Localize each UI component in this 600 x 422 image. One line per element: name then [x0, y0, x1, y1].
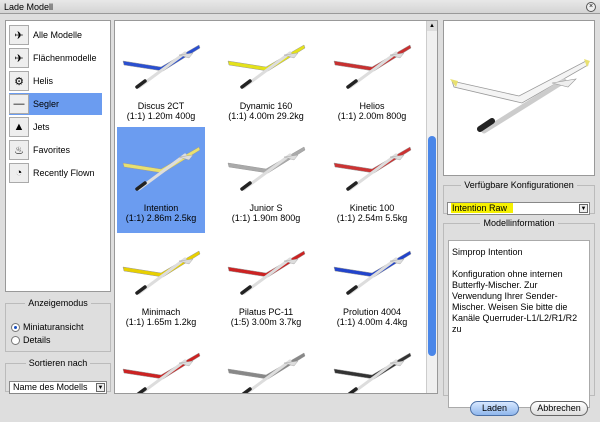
category-label: Segler [33, 99, 60, 109]
category-label: Recently Flown [33, 168, 95, 178]
scroll-thumb[interactable] [428, 136, 436, 356]
glider-icon: — [9, 94, 29, 114]
flame-icon: ♨ [9, 140, 29, 160]
model-thumbnail [227, 146, 306, 191]
model-spec: (1:1) 2.86m 2.5kg [125, 213, 197, 223]
model-thumbnail [122, 44, 201, 89]
model-tile[interactable]: Junior S (1:1) 1.90m 800g [222, 127, 310, 233]
model-tile[interactable]: Dynamic 160 (1:1) 4.00m 29.2kg [222, 25, 310, 131]
sort-group: Sortieren nach Name des Modells ▼ [5, 358, 111, 394]
model-tile[interactable]: Intention (1:1) 2.86m 2.5kg [117, 127, 205, 233]
model-name: Intention [143, 203, 179, 213]
category-list: ✈ Alle Modelle ✈ Flächenmodelle ⚙ Helis — Segle… [5, 20, 111, 292]
model-tile[interactable]: Kinetic 100 (1:1) 2.54m 5.5kg [328, 127, 416, 233]
model-spec: (1:1) 1.20m 400g [126, 111, 196, 121]
model-spec: (1:1) 1.65m 1.2kg [125, 317, 197, 327]
sort-legend: Sortieren nach [28, 358, 88, 368]
model-grid: ▲ Discus 2CT (1:1) 1.20m 400g Dynamic 16… [114, 20, 438, 394]
gauge-icon: ◔ [9, 163, 29, 183]
model-name: Discus 2CT [137, 101, 185, 111]
model-thumbnail [333, 352, 412, 393]
helicopter-icon: ⚙ [9, 71, 29, 91]
model-thumbnail [122, 250, 201, 295]
model-thumbnail [333, 146, 412, 191]
config-value: Intention Raw [451, 203, 514, 213]
model-thumbnail [333, 44, 412, 89]
model-info-group: Modellinformation Simprop Intention Konf… [443, 218, 595, 408]
window-title: Lade Modell [4, 2, 54, 12]
category-label: Alle Modelle [33, 30, 83, 40]
load-button[interactable]: Laden [470, 401, 519, 416]
model-info-title: Simprop Intention [452, 247, 523, 257]
config-group: Verfügbare Konfigurationen Intention Raw… [443, 180, 595, 215]
model-spec: (1:1) 1.90m 800g [231, 213, 301, 223]
model-name: Dynamic 160 [239, 101, 293, 111]
category-item[interactable]: ▲ Jets [9, 116, 102, 138]
category-item[interactable]: ✈ Alle Modelle [9, 24, 102, 46]
model-thumbnail [227, 44, 306, 89]
display-mode-legend: Anzeigemodus [28, 298, 88, 308]
scroll-up-icon[interactable]: ▲ [427, 21, 437, 31]
chevron-down-icon[interactable]: ▼ [579, 204, 588, 213]
model-thumbnail [227, 352, 306, 393]
radio-details[interactable]: Details [11, 335, 51, 345]
category-item[interactable]: ✈ Flächenmodelle [9, 47, 102, 69]
model-thumbnail [122, 352, 201, 393]
model-tile[interactable]: Prolution 4004 (1:1) 4.00m 4.4kg [328, 231, 416, 337]
model-info-legend: Modellinformation [483, 218, 555, 228]
model-spec: (1:5) 3.00m 3.7kg [230, 317, 302, 327]
model-spec: (1:1) 2.54m 5.5kg [336, 213, 408, 223]
model-thumbnail [122, 146, 201, 191]
model-info-text: Simprop Intention Konfiguration ohne int… [448, 240, 590, 408]
config-select[interactable]: Intention Raw ▼ [447, 202, 590, 215]
sort-value: Name des Modells [13, 382, 88, 392]
sort-select[interactable]: Name des Modells ▼ [9, 381, 107, 394]
model-tile[interactable]: Discus 2CT (1:1) 1.20m 400g [117, 25, 205, 131]
radio-thumbnail-view[interactable]: Miniaturansicht [11, 322, 84, 332]
category-item[interactable]: ⚙ Helis [9, 70, 102, 92]
model-tile[interactable]: Helios (1:1) 2.00m 800g [328, 25, 416, 131]
jet-icon: ▲ [9, 117, 29, 137]
model-tile[interactable]: Minimach (1:1) 1.65m 1.2kg [117, 231, 205, 337]
model-thumbnail [227, 250, 306, 295]
config-legend: Verfügbare Konfigurationen [464, 180, 574, 190]
display-mode-group: Anzeigemodus Miniaturansicht Details [5, 298, 111, 352]
category-label: Flächenmodelle [33, 53, 97, 63]
model-name: Kinetic 100 [349, 203, 395, 213]
model-name: Minimach [141, 307, 181, 317]
model-tile[interactable] [328, 333, 416, 393]
category-label: Helis [33, 76, 54, 86]
cancel-button[interactable]: Abbrechen [530, 401, 588, 416]
model-spec: (1:1) 2.00m 800g [337, 111, 407, 121]
model-thumbnail [333, 250, 412, 295]
preview-plane-image [450, 59, 590, 134]
model-spec: (1:1) 4.00m 4.4kg [336, 317, 408, 327]
model-tile[interactable] [117, 333, 205, 393]
all-models-icon: ✈ [9, 25, 29, 45]
model-tile[interactable]: Pilatus PC-11 (1:5) 3.00m 3.7kg [222, 231, 310, 337]
category-label: Favorites [33, 145, 71, 155]
radio-label: Miniaturansicht [23, 322, 84, 332]
close-button[interactable]: × [586, 2, 596, 12]
category-item[interactable]: — Segler [9, 93, 102, 115]
chevron-down-icon[interactable]: ▼ [96, 383, 105, 392]
scrollbar[interactable]: ▲ [426, 21, 437, 393]
model-tile[interactable] [222, 333, 310, 393]
category-label: Jets [33, 122, 50, 132]
model-spec: (1:1) 4.00m 29.2kg [228, 111, 304, 121]
model-name: Junior S [249, 203, 283, 213]
title-bar: Lade Modell × [0, 0, 600, 14]
model-preview [443, 20, 595, 176]
radio-button[interactable] [11, 335, 20, 345]
model-name: Helios [359, 101, 385, 111]
radio-label: Details [23, 335, 51, 345]
category-item[interactable]: ♨ Favorites [9, 139, 102, 161]
model-name: Prolution 4004 [342, 307, 402, 317]
model-info-description: Konfiguration ohne internen Butterfly-Mi… [452, 269, 578, 334]
model-name: Pilatus PC-11 [238, 307, 294, 317]
category-item[interactable]: ◔ Recently Flown [9, 162, 102, 184]
airplane-icon: ✈ [9, 48, 29, 68]
radio-button[interactable] [11, 322, 20, 332]
